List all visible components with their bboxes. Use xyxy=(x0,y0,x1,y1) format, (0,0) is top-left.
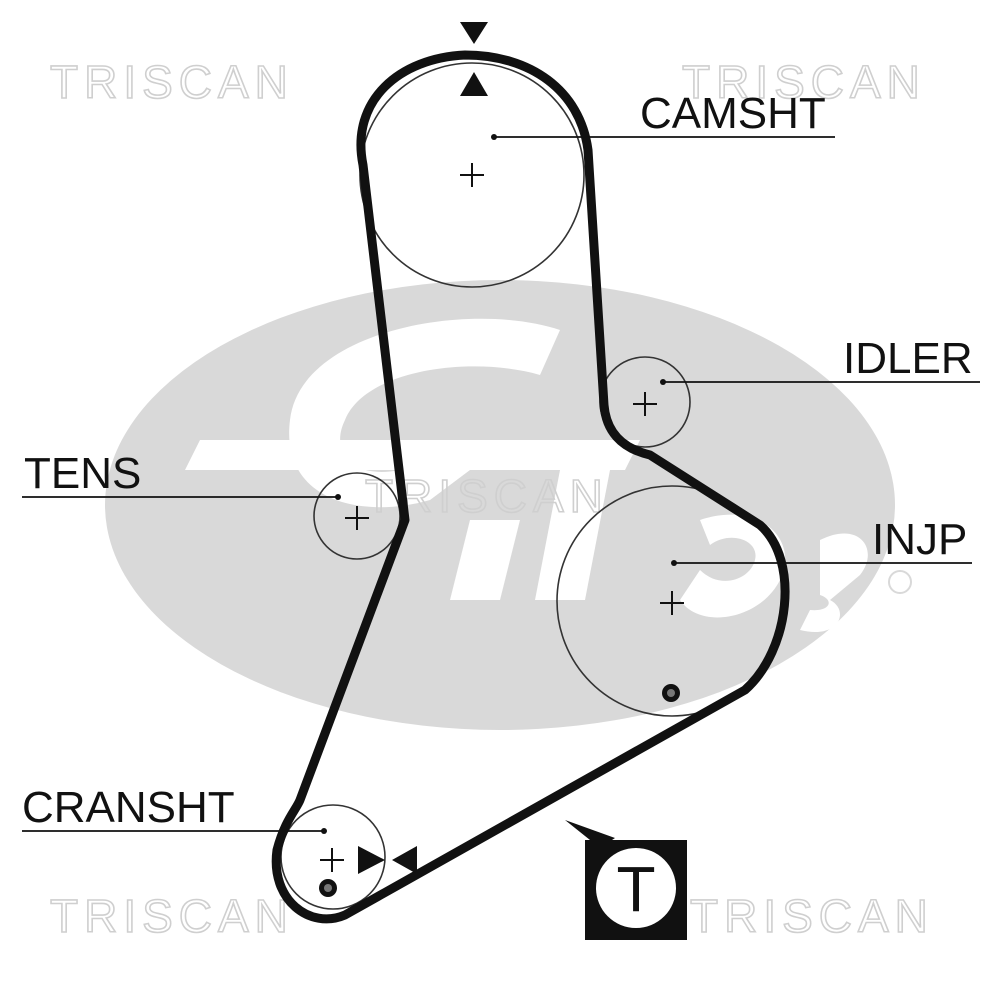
watermark-bottom-left: TRISCAN xyxy=(50,890,294,942)
idler-centre-cross xyxy=(633,392,657,416)
label-camshaft: CAMSHT xyxy=(640,89,826,138)
label-idler: IDLER xyxy=(843,334,973,383)
labels: CAMSHT IDLER TENS INJP CRANSHT xyxy=(22,89,973,832)
label-crankshaft: CRANSHT xyxy=(22,783,235,832)
timing-dots xyxy=(319,684,680,897)
gates-logo-s xyxy=(800,533,868,633)
tension-marker: T xyxy=(565,820,687,940)
camshaft-centre-cross xyxy=(460,163,484,187)
gates-logo-bar xyxy=(185,440,640,470)
crankshaft-centre-cross xyxy=(320,848,344,872)
injection-pump-centre-cross xyxy=(660,591,684,615)
leader-lines xyxy=(22,136,980,832)
gates-logo-e xyxy=(680,514,786,618)
centre-marks xyxy=(320,163,684,872)
watermark-top-right: TRISCAN xyxy=(682,56,926,108)
watermark-bottom-right: TRISCAN xyxy=(690,890,934,942)
alignment-arrow-up-icon xyxy=(460,72,488,96)
watermarks: TRISCAN TRISCAN TRISCAN TRISCAN TRISCAN xyxy=(49,55,934,943)
leader-dots xyxy=(321,134,677,834)
alignment-arrow-left-icon xyxy=(392,846,417,874)
gates-logo-a xyxy=(450,520,520,600)
tension-circle xyxy=(596,848,676,928)
crankshaft-pulley xyxy=(280,804,386,910)
gates-logo xyxy=(105,280,912,730)
camshaft-alignment-marker xyxy=(460,22,488,96)
gates-logo-g xyxy=(289,318,560,508)
registered-mark xyxy=(888,570,912,594)
watermark-top-left: TRISCAN xyxy=(50,56,294,108)
gates-logo-t xyxy=(535,470,610,600)
crankshaft-alignment-marker xyxy=(358,846,417,874)
timing-belt xyxy=(271,50,790,924)
alignment-arrow-down-icon xyxy=(460,22,488,44)
tensioner-centre-cross xyxy=(345,506,369,530)
alignment-arrow-right-icon xyxy=(358,846,385,874)
tension-label: T xyxy=(616,853,655,925)
label-tensioner: TENS xyxy=(24,449,141,498)
label-injection-pump: INJP xyxy=(872,515,967,564)
